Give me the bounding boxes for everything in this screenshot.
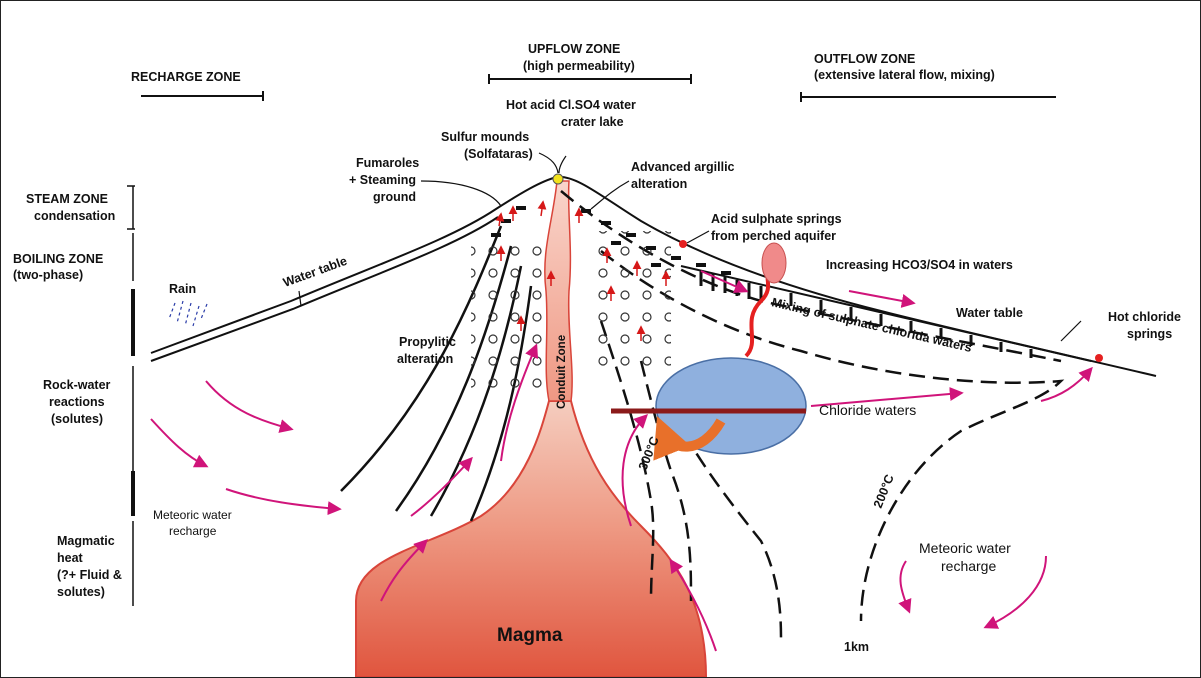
crater-lake-sub: crater lake bbox=[561, 115, 624, 129]
fumaroles-sub2: ground bbox=[373, 190, 416, 204]
scale-label: 1km bbox=[844, 640, 869, 654]
recharge-zone-label: RECHARGE ZONE bbox=[131, 70, 241, 84]
argillic-label: Advanced argillic bbox=[631, 160, 735, 174]
sulfur-mounds-sub: (Solfataras) bbox=[464, 147, 533, 161]
magmatic-sub2: (?+ Fluid & bbox=[57, 568, 122, 582]
boiling-zone-label: BOILING ZONE bbox=[13, 252, 103, 266]
water-table-right: Water table bbox=[956, 306, 1023, 320]
upflow-zone-sub: (high permeability) bbox=[523, 59, 635, 73]
rock-water-sub1: reactions bbox=[49, 395, 105, 409]
isotherm-300-label: 300°C bbox=[636, 435, 662, 473]
acid-springs-sub: from perched aquifer bbox=[711, 229, 836, 243]
chloride-reservoir bbox=[656, 358, 806, 454]
conduit-zone-label: Conduit Zone bbox=[556, 335, 568, 409]
propylitic-circles bbox=[471, 236, 546, 396]
outflow-zone-label: OUTFLOW ZONE bbox=[814, 52, 915, 66]
propylitic-label: Propylitic bbox=[399, 335, 456, 349]
zone-scale-column bbox=[127, 186, 135, 606]
magma-label: Magma bbox=[497, 625, 563, 646]
steam-zone-sub: condensation bbox=[34, 209, 115, 223]
chloride-waters-label: Chloride waters bbox=[819, 402, 916, 418]
magmatic-sub1: heat bbox=[57, 551, 84, 565]
propylitic-circles-right bbox=[586, 231, 671, 376]
sulfur-mounds-label: Sulfur mounds bbox=[441, 130, 529, 144]
magmatic-sub3: solutes) bbox=[57, 585, 105, 599]
hco3-label: Increasing HCO3/SO4 in waters bbox=[826, 258, 1013, 272]
acid-spring-icon bbox=[679, 240, 687, 248]
hot-spring-icon bbox=[1095, 354, 1103, 362]
steam-plume bbox=[762, 243, 786, 283]
magmatic-label: Magmatic bbox=[57, 534, 115, 548]
rain-icon bbox=[169, 301, 207, 326]
steam-zone-label: STEAM ZONE bbox=[26, 192, 108, 206]
rock-water-sub2: (solutes) bbox=[51, 412, 103, 426]
crater-lake-icon bbox=[553, 174, 563, 184]
outflow-zone-sub: (extensive lateral flow, mixing) bbox=[814, 68, 995, 82]
hot-chloride-sub: springs bbox=[1127, 327, 1172, 341]
hot-chloride-label: Hot chloride bbox=[1108, 310, 1181, 324]
crater-lake-label: Hot acid Cl.SO4 water bbox=[506, 98, 636, 112]
propylitic-sub: alteration bbox=[397, 352, 453, 366]
fumaroles-label: Fumaroles bbox=[356, 156, 419, 170]
boiling-zone-sub: (two-phase) bbox=[13, 268, 83, 282]
water-table-left: Water table bbox=[281, 254, 349, 290]
fumaroles-sub1: + Steaming bbox=[349, 173, 416, 187]
meteoric-left-sub: recharge bbox=[169, 524, 217, 538]
mixing-band bbox=[681, 266, 1091, 361]
meteoric-left-label: Meteoric water bbox=[153, 508, 232, 522]
meteoric-right-sub: recharge bbox=[941, 558, 996, 574]
acid-springs-label: Acid sulphate springs bbox=[711, 212, 842, 226]
upflow-zone-label: UPFLOW ZONE bbox=[528, 42, 620, 56]
meteoric-right-label: Meteoric water bbox=[919, 540, 1011, 556]
rain-label: Rain bbox=[169, 282, 196, 296]
rock-water-label: Rock-water bbox=[43, 378, 111, 392]
argillic-sub: alteration bbox=[631, 177, 687, 191]
